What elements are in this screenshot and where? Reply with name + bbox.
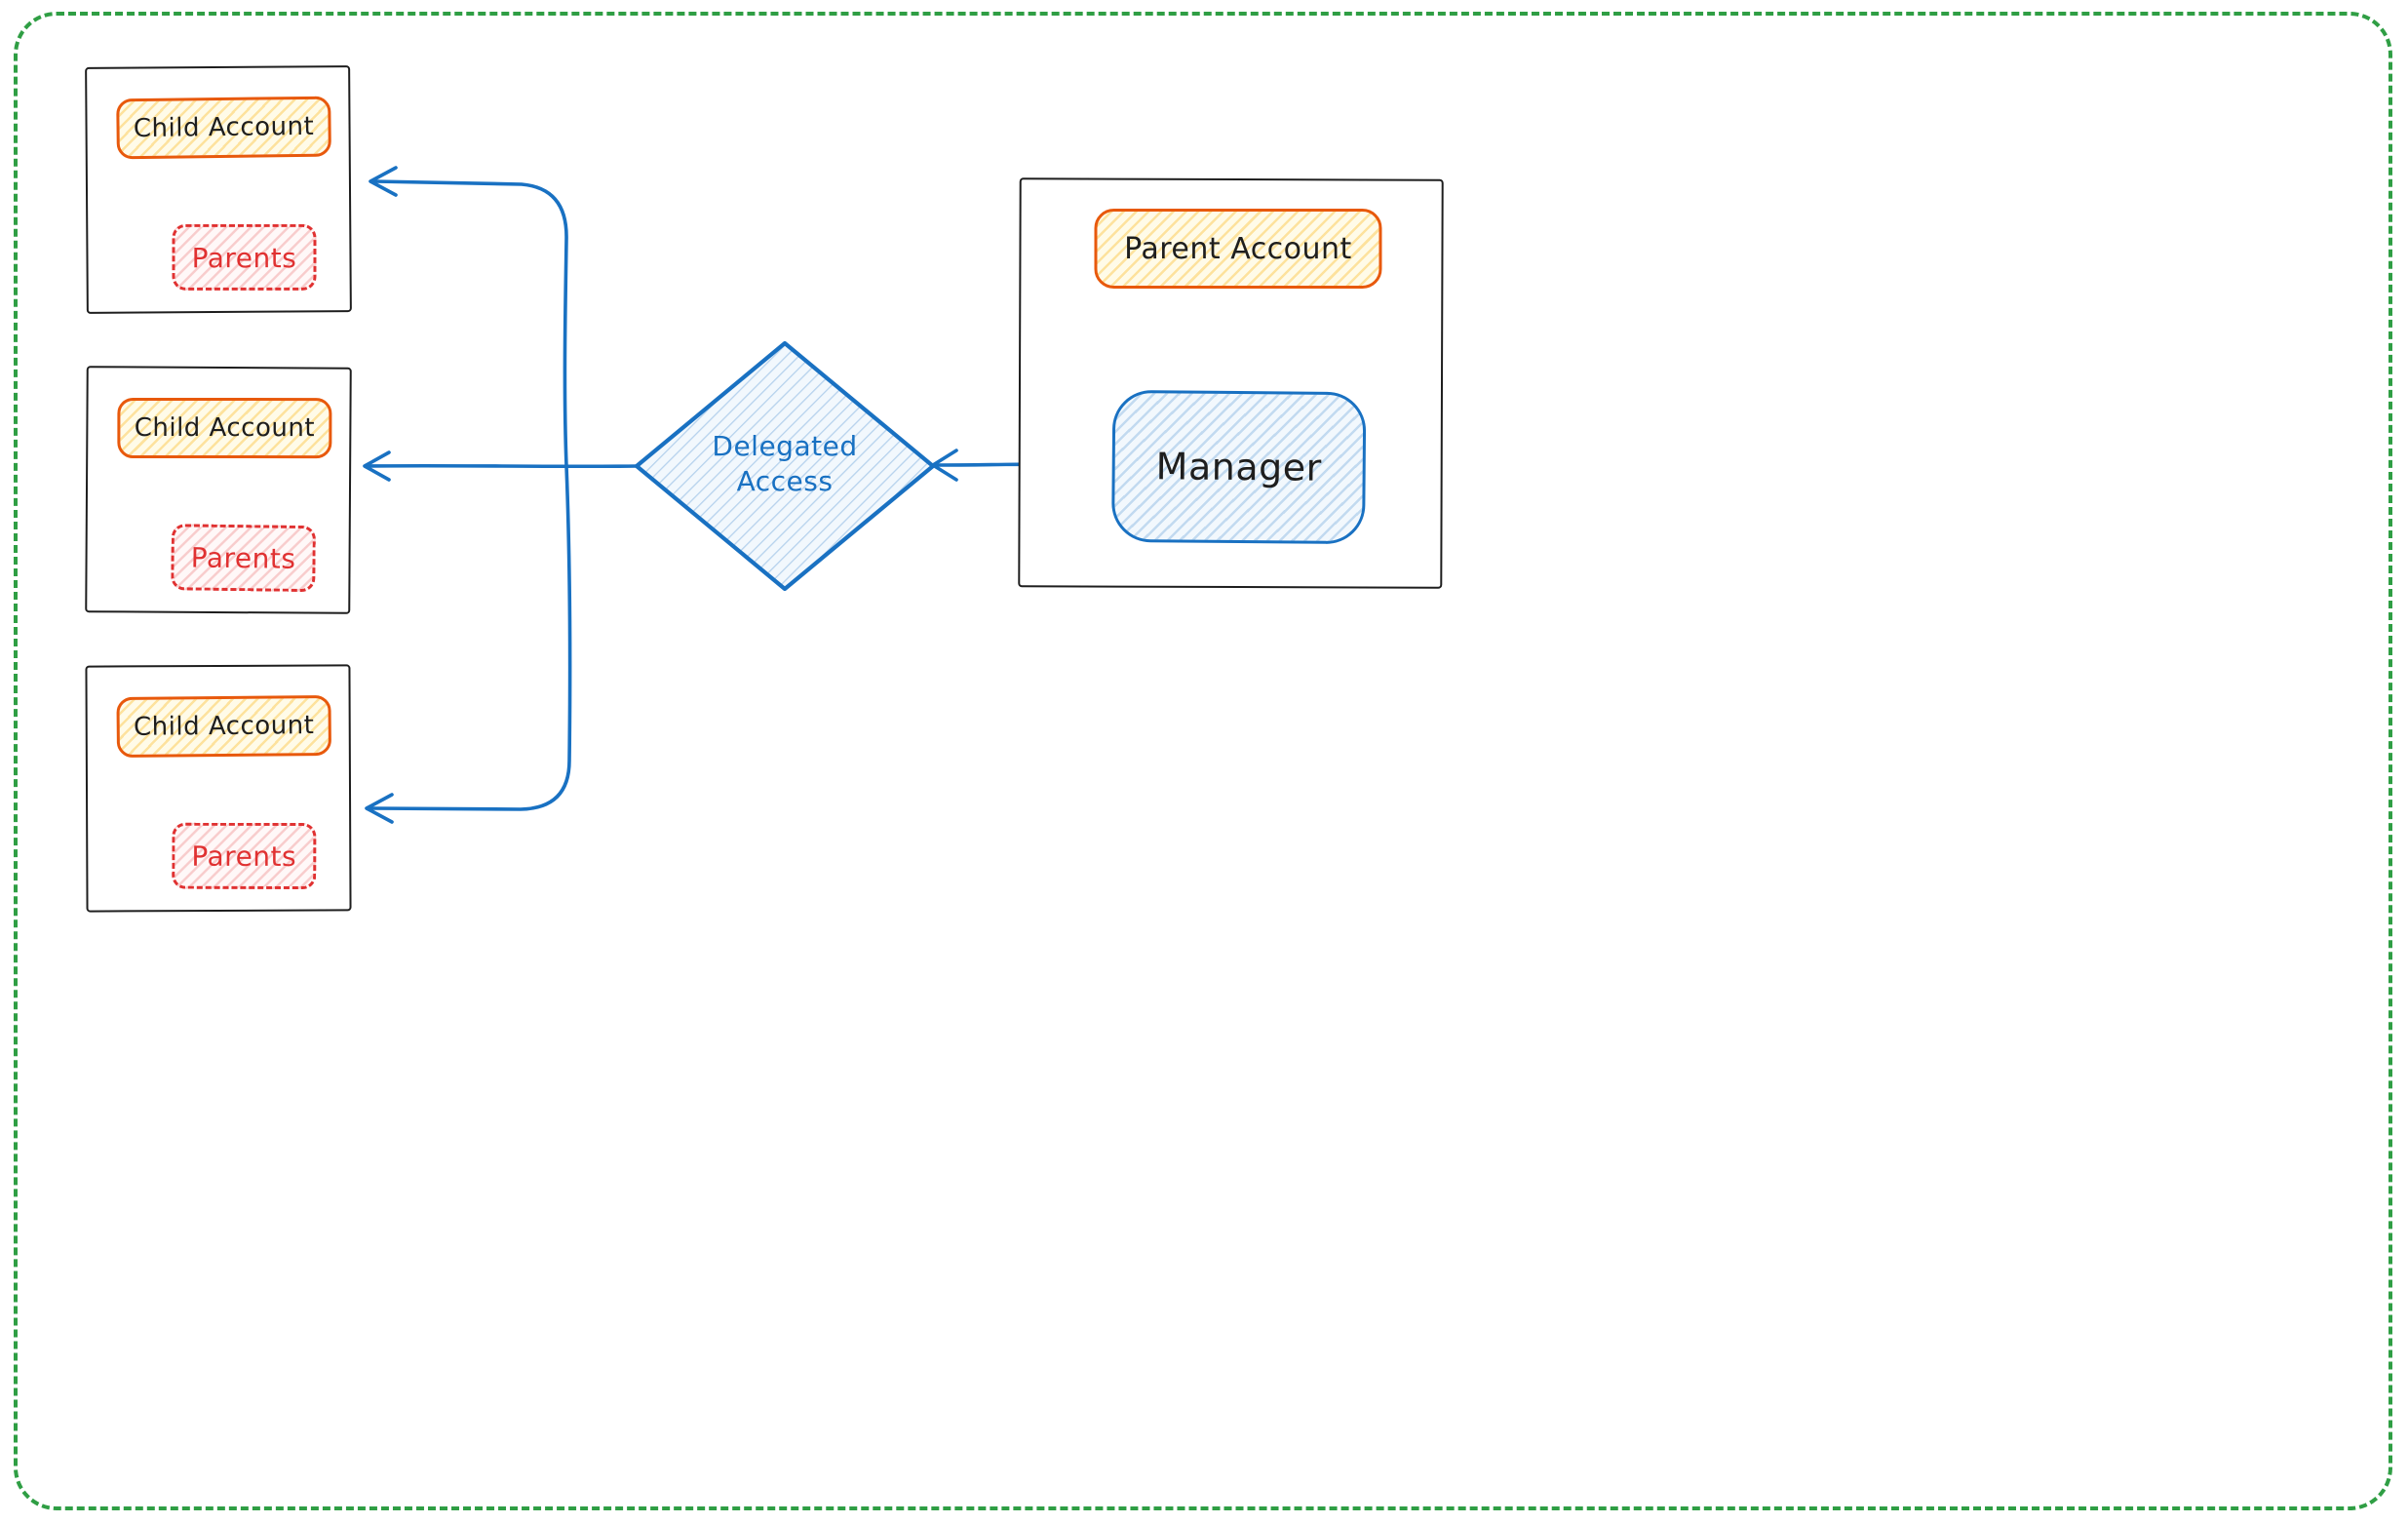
delegated-access-label-line2: Access [736,464,834,497]
child-account-title-badge: Child Account [117,397,332,459]
arrowhead-into-diamond [931,449,958,482]
parents-badge: Parents [171,524,317,593]
parent-account-title-badge: Parent Account [1094,209,1382,290]
parents-badge: Parents [172,223,317,291]
parents-badge: Parents [172,822,317,890]
arrowhead-child3 [365,793,394,824]
child-account-box-3: Child Account Parents [85,664,352,913]
child-account-box-1: Child Account Parents [85,65,352,314]
child-account-box-2: Child Account Parents [85,366,352,614]
manager-node: Manager [1111,389,1367,545]
parent-account-box: Parent Account Manager [1018,177,1444,589]
connector-diamond-to-child2 [367,463,639,469]
arrowhead-child1 [369,166,398,197]
connector-trunk-top-to-child1 [372,179,568,468]
child-account-title-badge: Child Account [116,96,331,160]
child-account-title-badge: Child Account [116,694,332,759]
connector-trunk-bottom-to-child3 [369,464,572,811]
delegated-access-label-line1: Delegated [712,430,858,462]
delegated-access-label: Delegated Access [682,429,887,499]
arrowhead-child2 [363,450,391,482]
